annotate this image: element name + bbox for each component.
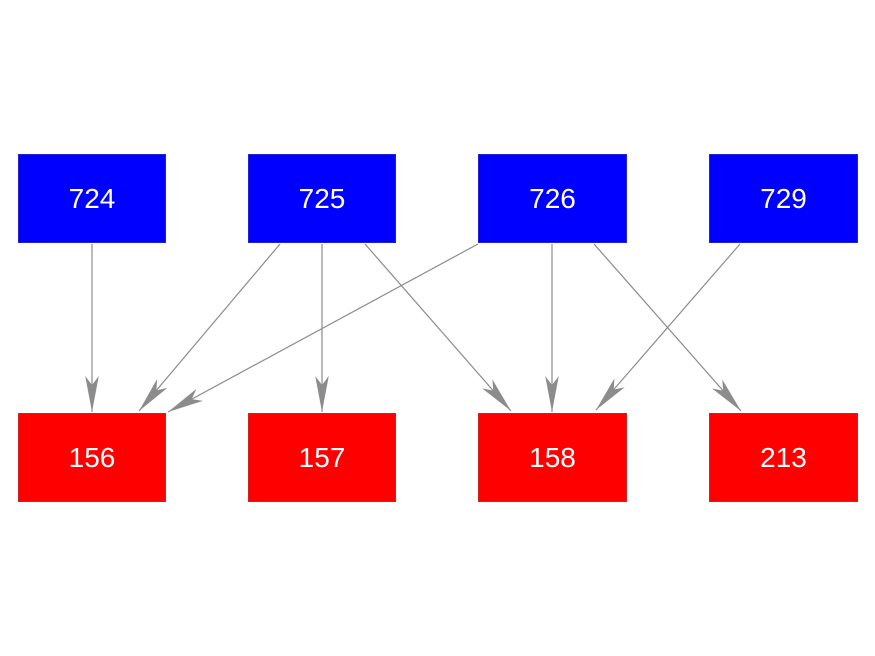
edge-726-156 — [167, 243, 479, 413]
node-724: 724 — [18, 154, 166, 243]
edge-725-156 — [138, 243, 281, 412]
node-label: 156 — [68, 441, 116, 473]
node-158: 158 — [478, 413, 627, 502]
node-label: 729 — [760, 182, 807, 214]
node-label: 158 — [529, 441, 576, 473]
node-label: 213 — [760, 441, 807, 473]
node-156: 156 — [18, 413, 166, 502]
node-label: 724 — [68, 182, 116, 214]
node-label: 157 — [298, 441, 346, 473]
node-157: 157 — [248, 413, 396, 502]
node-213: 213 — [709, 413, 858, 502]
node-729: 729 — [709, 154, 858, 243]
node-label: 726 — [529, 182, 576, 214]
node-label: 725 — [298, 182, 346, 214]
edge-725-158 — [364, 243, 512, 412]
node-726: 726 — [478, 154, 627, 243]
edge-729-158 — [595, 243, 741, 411]
edge-726-213 — [593, 243, 742, 412]
node-725: 725 — [248, 154, 396, 243]
